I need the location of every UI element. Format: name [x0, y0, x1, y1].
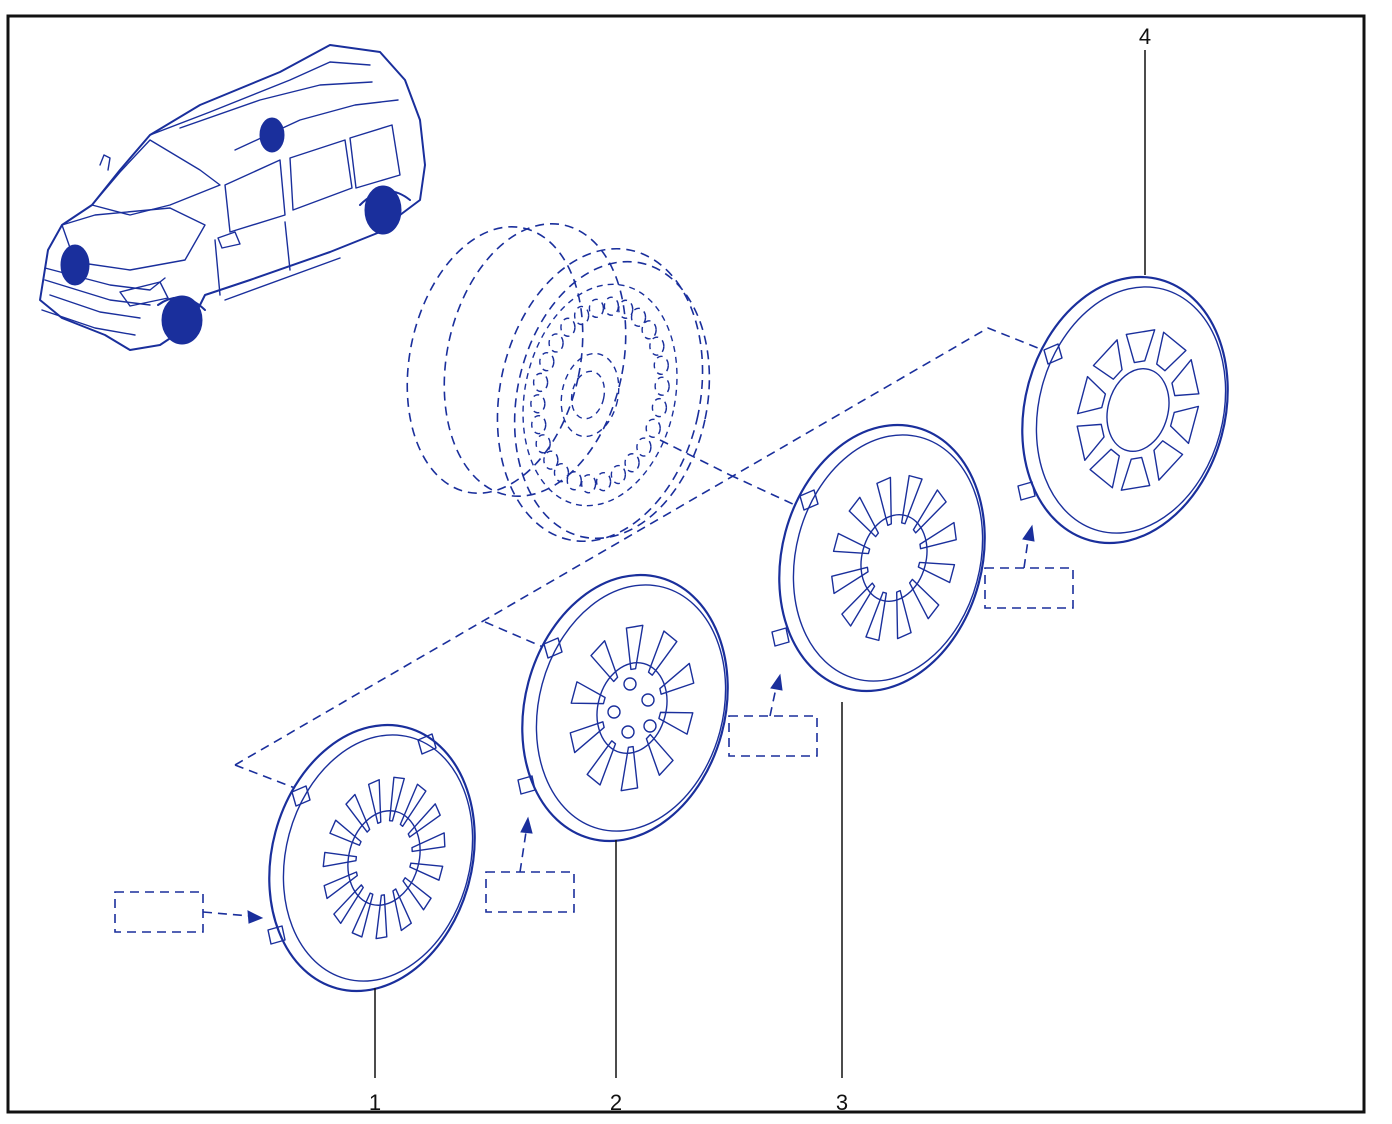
hubcap-spoke: [908, 578, 940, 620]
vent-hole: [553, 463, 570, 483]
vent-hole: [645, 418, 661, 438]
hubcap-spoke: [1125, 329, 1156, 364]
vent-hole: [580, 474, 597, 494]
hubcap-spoke: [323, 871, 358, 900]
vent-hole: [530, 394, 546, 414]
steel-wheel-dashed-icon: [406, 222, 711, 543]
vent-hole: [588, 298, 605, 319]
vent-hole: [548, 333, 564, 353]
vent-hole: [636, 437, 652, 457]
hubcap-spoke: [392, 888, 412, 932]
diagram-frame: [6, 14, 1366, 1114]
vent-hole: [649, 336, 665, 356]
hubcap-spoke: [917, 561, 956, 584]
vent-hole: [630, 307, 647, 327]
vent-hole: [641, 320, 657, 340]
hubcap-spoke: [329, 819, 362, 846]
callout-2: 2: [610, 1090, 622, 1115]
vent-hole: [539, 352, 555, 372]
vent-hole: [566, 471, 582, 491]
hubcap-spoke: [625, 624, 644, 671]
hubcap-spoke: [407, 803, 441, 838]
hubcap-spoke: [658, 711, 694, 735]
hubcap-spoke: [345, 793, 371, 833]
hubcap-spoke: [1076, 423, 1105, 462]
hubcap-spoke: [1153, 440, 1184, 481]
hubcap-spoke: [848, 496, 880, 538]
hubcap-spoke: [388, 776, 405, 822]
hubcap-spoke: [1120, 456, 1151, 491]
vent-hole: [532, 372, 549, 393]
vent-hole: [573, 305, 590, 326]
hubcap-spoke: [409, 862, 444, 881]
hubcap-spoke: [351, 892, 374, 938]
hubcap-spoke: [1092, 339, 1123, 380]
hubcap-spoke: [570, 681, 606, 705]
hubcap-spoke: [322, 851, 358, 868]
hubcap-spoke: [402, 877, 432, 911]
hubcap-spoke: [1156, 331, 1187, 372]
hubcap-spoke: [659, 662, 695, 695]
minivan-location-icon: [39, 44, 426, 351]
hubcap-spoke: [832, 532, 871, 555]
callout-1: 1: [369, 1090, 381, 1115]
vent-hole: [531, 414, 547, 435]
hubcap-spoke: [367, 779, 382, 825]
hubcap-spoke: [919, 521, 957, 550]
hubcap-spoke: [912, 489, 947, 534]
vent-hole: [651, 397, 668, 418]
hubcap-15-spoke-icon: [267, 723, 476, 993]
hubcap-spoke: [333, 884, 364, 925]
hubcap-spoke: [1089, 448, 1120, 489]
vent-hole: [603, 296, 620, 316]
hubcap-spoke: [1169, 405, 1200, 445]
hubcap-spoke: [590, 640, 619, 683]
hubcap-spoke: [1076, 375, 1107, 415]
vent-hole: [654, 376, 670, 396]
vent-hole: [595, 471, 612, 492]
hubcap-spoke: [841, 582, 876, 627]
vent-hole: [618, 299, 634, 319]
hubcap-5-double-spoke-icon: [1017, 275, 1229, 545]
hubcap-spoke: [876, 476, 892, 527]
hubcap-spoke: [1171, 358, 1200, 397]
assembly-guides: [114, 327, 1074, 933]
hubcap-spoke: [831, 566, 869, 595]
vent-hole: [560, 317, 576, 337]
hubcap-spoke: [620, 745, 639, 792]
hubcap-spoke: [586, 740, 617, 786]
hubcap-spoke: [645, 733, 674, 776]
hubcap-spoke: [865, 591, 888, 642]
hubcap-spoke: [411, 832, 446, 853]
callout-3: 3: [836, 1090, 848, 1115]
hubcap-10-spoke-bolt-icon: [517, 573, 729, 843]
hubcap-12-spoke-icon: [771, 423, 986, 693]
hubcap-spoke: [647, 630, 678, 676]
vent-hole: [653, 355, 669, 376]
vent-hole: [543, 450, 559, 470]
vent-hole: [535, 434, 551, 454]
vent-hole: [610, 464, 627, 485]
vent-hole: [624, 453, 640, 473]
hubcap-spoke: [375, 894, 388, 940]
hubcap-spoke: [569, 721, 605, 754]
hubcap-spoke: [896, 589, 912, 640]
hubcap-spoke: [399, 783, 427, 827]
hubcap-spoke: [900, 474, 923, 525]
callout-4: 4: [1139, 24, 1151, 49]
